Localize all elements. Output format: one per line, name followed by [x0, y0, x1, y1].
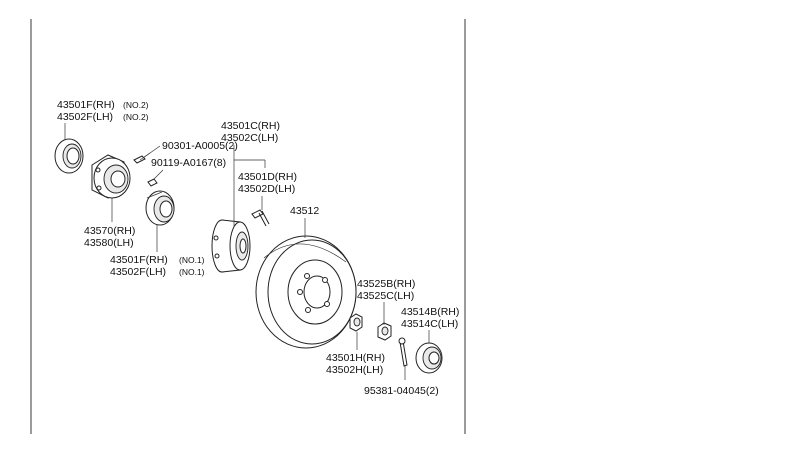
grease-cap-icon	[415, 342, 443, 374]
lock-nut-icon	[377, 322, 392, 341]
label-seal-no2-b: (NO.2)	[123, 112, 149, 122]
disc-rotor-icon	[255, 235, 357, 349]
bearing-icon	[145, 190, 175, 226]
label-hub-d-rh: 43501D(RH)	[238, 171, 297, 183]
label-seal-no2-a: (NO.2)	[123, 100, 149, 110]
label-pin: 95381-04045(2)	[364, 385, 439, 397]
label-hub-d-lh: 43502D(LH)	[238, 183, 295, 195]
label-seal-rh-no1: 43501F(RH)	[110, 254, 168, 266]
hub-flange-icon	[91, 154, 131, 199]
axle-hub-icon	[211, 219, 251, 273]
label-seal-no1-b: (NO.1)	[179, 267, 205, 277]
label-seal-lh-no1: 43502F(LH)	[110, 266, 166, 278]
label-washer-h-lh: 43502H(LH)	[326, 364, 383, 376]
label-hub-c-rh: 43501C(RH)	[221, 120, 280, 132]
oil-seal-no2-icon	[54, 138, 84, 174]
label-bolt-a: 90301-A0005(2)	[162, 140, 238, 152]
label-bearing-lh: 43580(LH)	[84, 237, 134, 249]
leader-bolt-b	[152, 169, 164, 181]
label-seal-lh-no2: 43502F(LH)	[57, 111, 113, 123]
cotter-pin-icon	[398, 337, 408, 367]
leader-bolt-a	[139, 145, 161, 161]
label-seal-no1-a: (NO.1)	[179, 255, 205, 265]
label-bearing-rh: 43570(RH)	[84, 225, 135, 237]
label-rotor: 43512	[290, 205, 319, 217]
label-bolt-b: 90119-A0167(8)	[151, 157, 226, 169]
label-seal-rh-no2: 43501F(RH)	[57, 99, 115, 111]
label-hub-c-lh: 43502C(LH)	[221, 132, 278, 144]
hub-bolt-icon	[251, 209, 270, 227]
label-cap-b-rh: 43514B(RH)	[401, 306, 459, 318]
label-washer-h-rh: 43501H(RH)	[326, 352, 385, 364]
label-cap-c-lh: 43514C(LH)	[401, 318, 458, 330]
label-nut-c-lh: 43525C(LH)	[357, 290, 414, 302]
label-nut-b-rh: 43525B(RH)	[357, 278, 415, 290]
washer-icon	[349, 313, 363, 332]
